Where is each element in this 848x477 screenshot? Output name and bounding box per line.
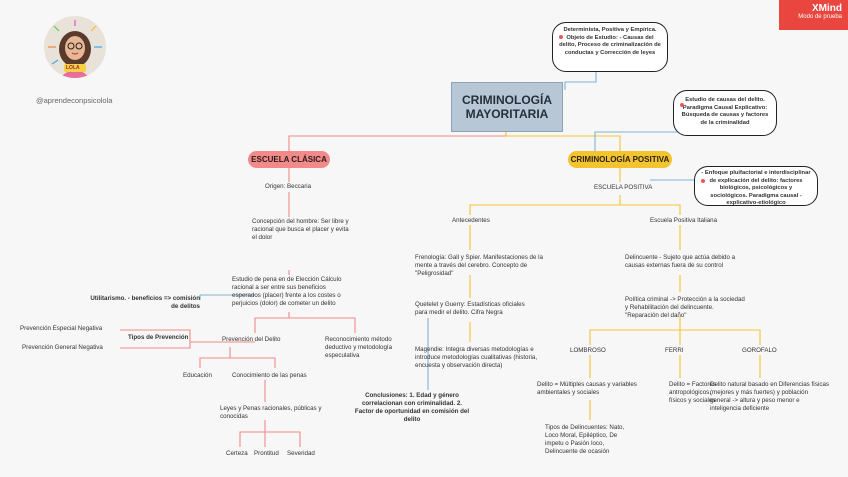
- escuela-clasica-topic[interactable]: ESCUELA CLÁSICA: [248, 151, 330, 168]
- brand-mode: Modo de prueba: [798, 14, 842, 20]
- node-ferri[interactable]: FERRI: [665, 347, 684, 354]
- node-prevencion-delito[interactable]: Prevención del Delito: [222, 336, 281, 343]
- node-prontitud[interactable]: Prontitud: [254, 450, 279, 457]
- node-estudio[interactable]: Estudio de pena en de Elección Cálculo r…: [232, 276, 342, 308]
- node-severidad[interactable]: Severidad: [287, 450, 315, 457]
- node-escuela-positiva[interactable]: ESCUELA POSITIVA: [594, 184, 653, 191]
- node-lombroso[interactable]: LOMBROSO: [570, 347, 606, 354]
- author-handle[interactable]: @aprendeconpsicolola: [36, 96, 113, 105]
- node-tipos-delincuentes[interactable]: Tipos de Delincuentes: Nato, Loco Moral,…: [545, 424, 625, 456]
- bullet-icon: [701, 179, 705, 183]
- node-certeza[interactable]: Certeza: [226, 450, 248, 457]
- avatar: LOLA: [44, 16, 106, 78]
- callout-top[interactable]: Determinista, Positiva y Empírica. Objet…: [552, 22, 668, 72]
- node-prevencion-especial[interactable]: Prevención Especial Negativa: [20, 325, 103, 332]
- callout-low[interactable]: - Enfoque pluifactorial e interdisciplin…: [694, 166, 818, 206]
- node-educacion[interactable]: Educación: [183, 372, 212, 379]
- node-utilitarismo[interactable]: Utilitarismo. - beneficios => comisión d…: [90, 295, 200, 311]
- callout-low-text: - Enfoque pluifactorial e interdisciplin…: [701, 170, 811, 207]
- node-lombroso-delito[interactable]: Delito = Múltiples causas y variables am…: [537, 381, 637, 397]
- node-delincuente[interactable]: Delincuente - Sujeto que actúa debido a …: [625, 254, 736, 270]
- node-quetelet[interactable]: Quetelet y Guerry: Estadísticas oficiale…: [415, 301, 525, 317]
- node-ferri-delito[interactable]: Delito = Factores antropológicos, físico…: [669, 381, 716, 405]
- node-garofalo-delito[interactable]: Delito natural basado en Diferencias fís…: [710, 381, 830, 413]
- node-leyes[interactable]: Leyes y Penas racionales, públicas y con…: [220, 405, 322, 421]
- bullet-icon: [680, 103, 684, 107]
- brand-name: XMind: [812, 3, 842, 14]
- criminologia-positiva-topic[interactable]: CRIMINOLOGÍA POSITIVA: [568, 151, 672, 168]
- node-garofalo[interactable]: GOROFALO: [742, 347, 777, 354]
- node-prevencion-general[interactable]: Prevención General Negativa: [22, 344, 103, 351]
- node-magendie[interactable]: Magendie: Integra diversas metodologías …: [415, 346, 538, 370]
- avatar-illustration-icon: [48, 20, 102, 78]
- node-escuela-italiana[interactable]: Escuela Positiva Italiana: [650, 217, 718, 224]
- callout-mid-text: Estudio de causas del delito. Paradigma …: [681, 97, 769, 126]
- callout-mid[interactable]: Estudio de causas del delito. Paradigma …: [673, 90, 777, 136]
- root-topic[interactable]: CRIMINOLOGÍA MAYORITARIA: [451, 82, 563, 132]
- node-origen[interactable]: Origen: Beccaria: [265, 183, 312, 190]
- node-politica-criminal[interactable]: Política criminal -> Protección a la soc…: [625, 296, 745, 320]
- xmind-brand-badge[interactable]: XMind Modo de prueba: [779, 0, 848, 30]
- avatar-badge-text: LOLA: [66, 65, 80, 71]
- node-conocimiento[interactable]: Conocimiento de las penas: [232, 372, 307, 379]
- node-tipos-prevencion[interactable]: Tipos de Prevención: [128, 334, 189, 341]
- node-reconocimiento[interactable]: Reconocimiento método deductivo y metodo…: [325, 336, 393, 360]
- callout-top-text: Determinista, Positiva y Empírica. Objet…: [559, 27, 661, 56]
- node-conclusiones[interactable]: Conclusiones: 1. Edad y género correlaci…: [354, 392, 470, 424]
- node-antecedentes[interactable]: Antecedentes: [452, 217, 490, 224]
- node-concepcion[interactable]: Concepción del hombre: Ser libre y racio…: [252, 218, 349, 242]
- bullet-icon: [559, 35, 563, 39]
- node-frenologia[interactable]: Frenología: Gall y Spier. Manifestacione…: [415, 254, 543, 278]
